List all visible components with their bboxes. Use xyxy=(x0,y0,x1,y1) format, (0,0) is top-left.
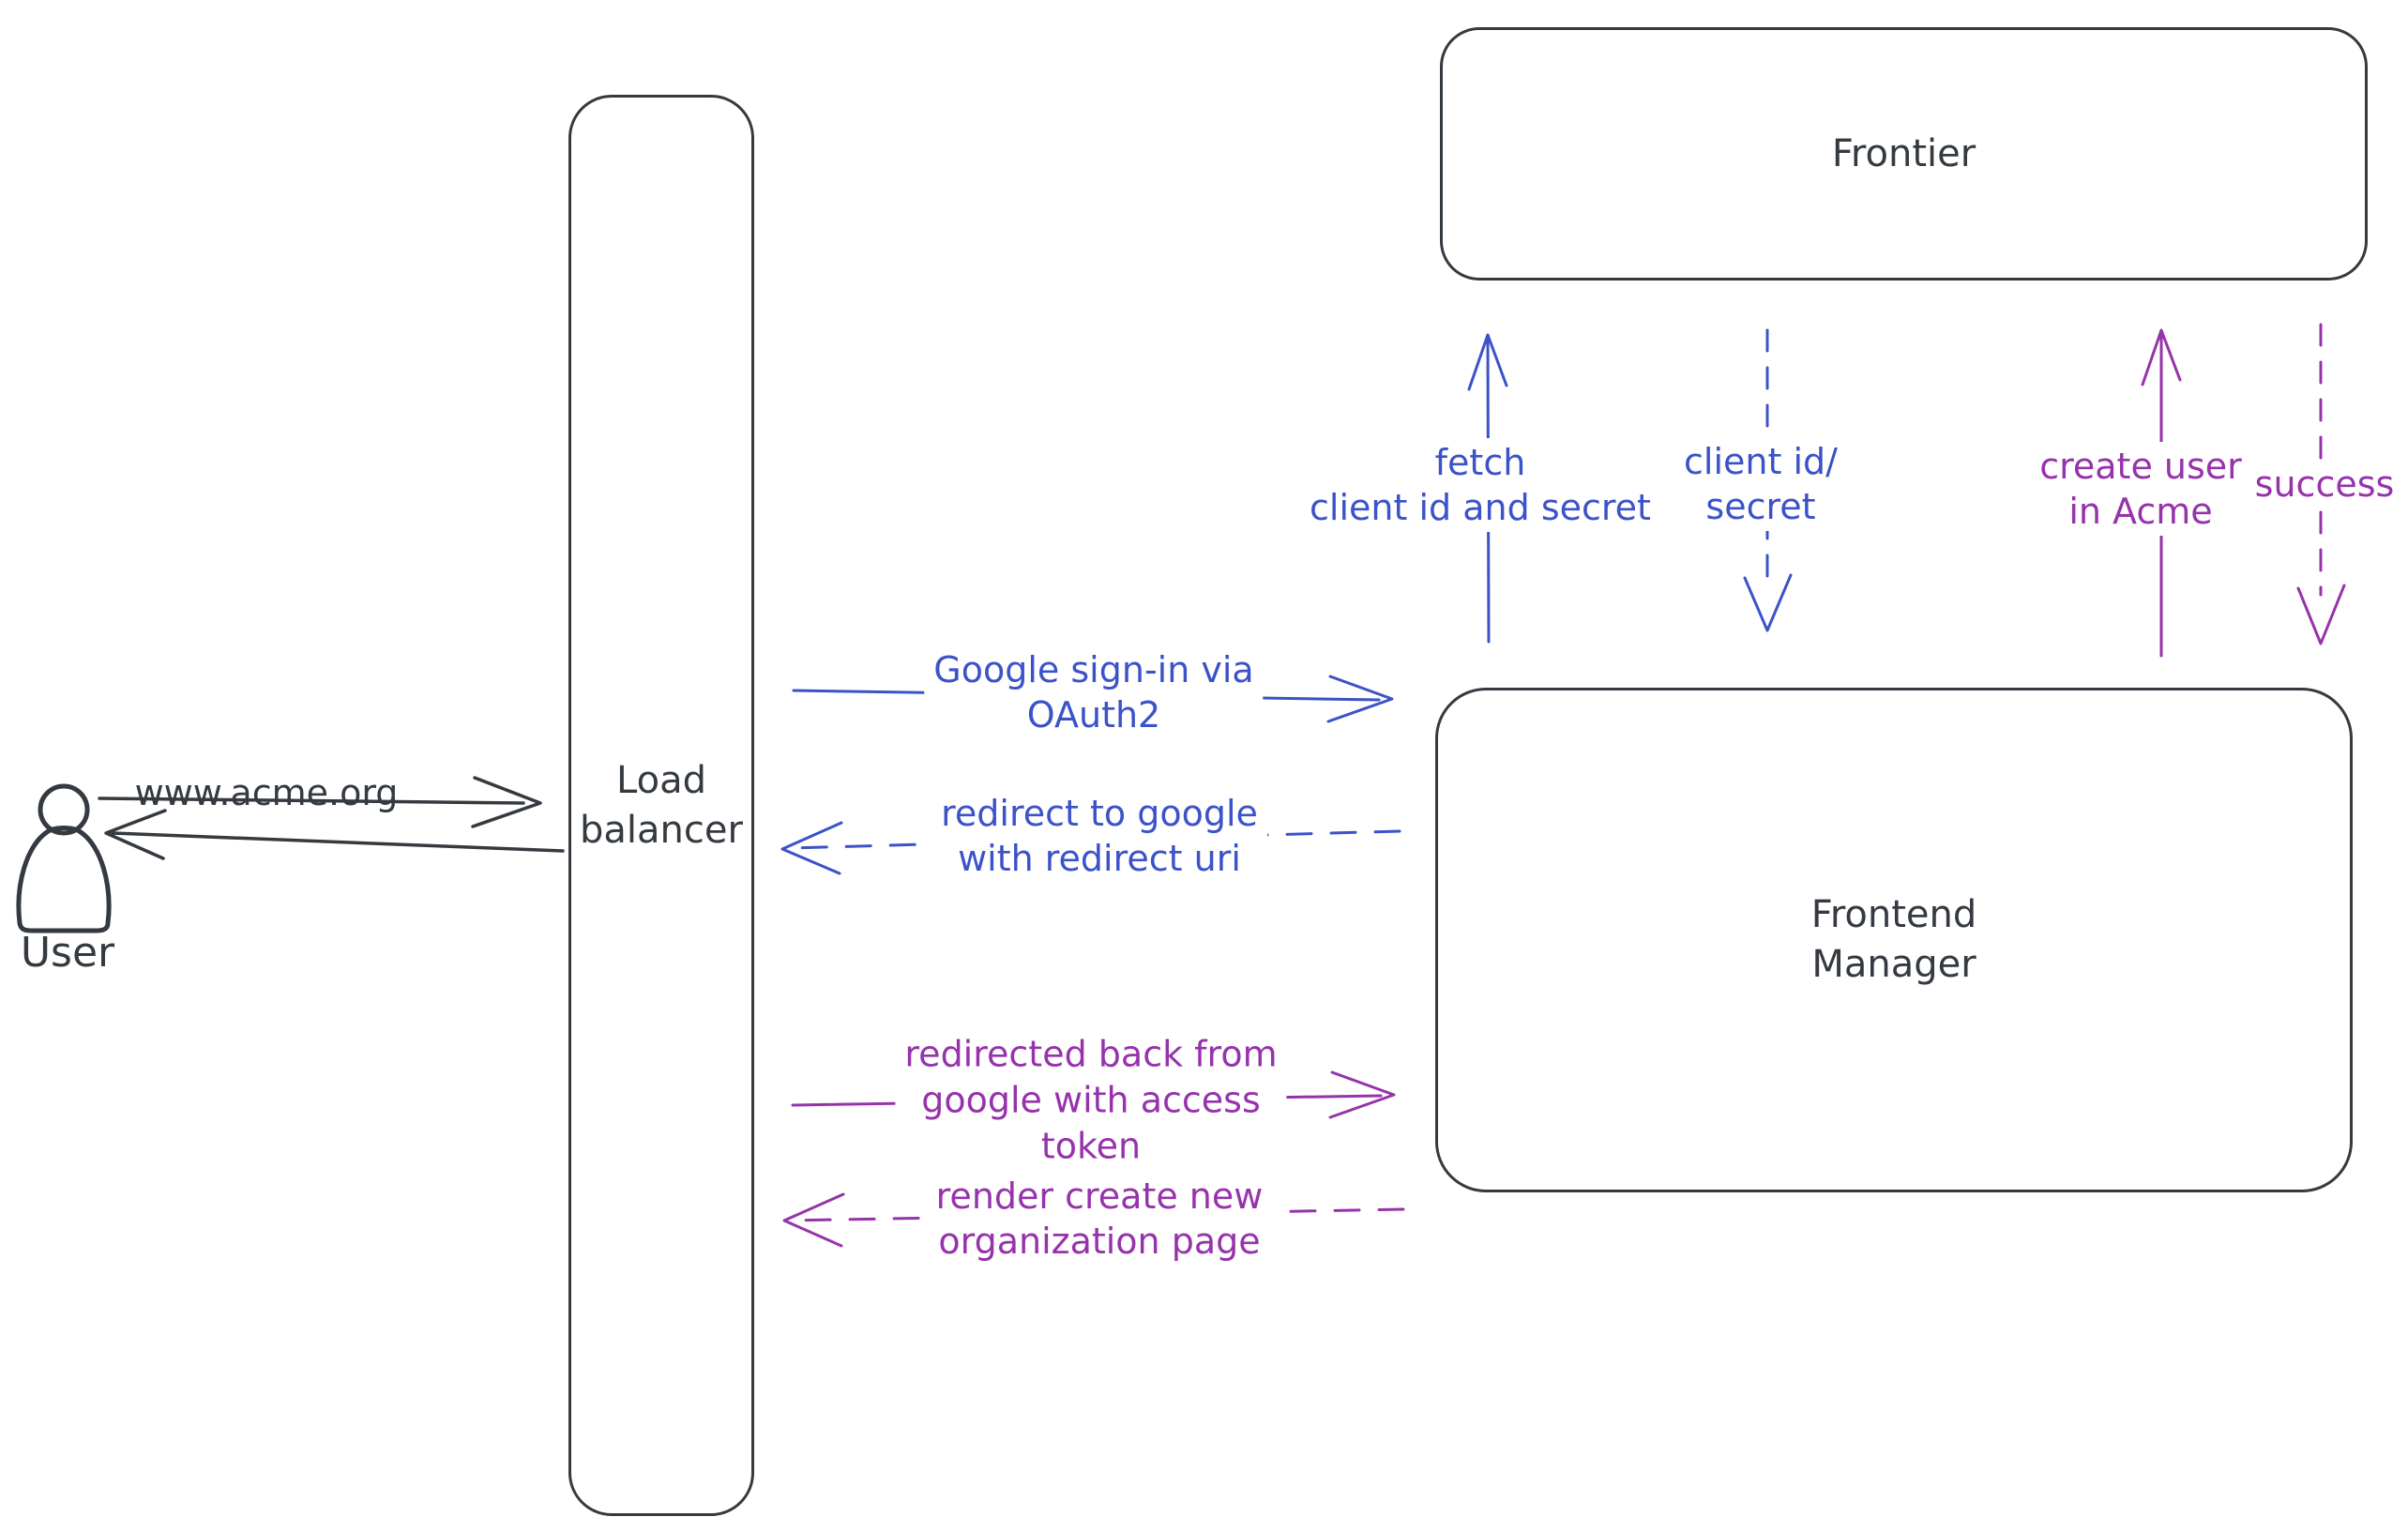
label-line: client id/ xyxy=(1684,441,1838,482)
google-signin-arrow-head xyxy=(1326,675,1394,723)
label-line: client id and secret xyxy=(1310,487,1651,528)
redirect-google-label: redirect to google with redirect uri xyxy=(931,789,1267,883)
user-figure xyxy=(16,783,112,933)
label-line: OAuth2 xyxy=(1026,694,1161,736)
redirect-google-arrow-line xyxy=(788,829,1401,850)
render-org-page-label: render create new organization page xyxy=(926,1172,1273,1266)
user-label: User xyxy=(20,929,115,977)
frontend-manager-label-line: Manager xyxy=(1811,943,1976,986)
node-frontend-manager: Frontend Manager xyxy=(1435,688,2353,1192)
load-balancer-label-line: Load xyxy=(616,758,706,802)
acme-request-arrow-head xyxy=(471,776,542,828)
client-id-secret-label: client id/ secret xyxy=(1674,437,1847,531)
create-user-label: create user in Acme xyxy=(2030,442,2251,536)
acme-response-arrow-line xyxy=(111,831,565,853)
label-line: with redirect uri xyxy=(958,838,1241,879)
label-line: create user xyxy=(2039,446,2242,487)
node-frontier: Frontier xyxy=(1440,27,2368,281)
node-load-balancer: Load balancer xyxy=(568,95,754,1516)
acme-request-arrow-line xyxy=(98,796,525,805)
label-line: secret xyxy=(1705,486,1816,527)
redirect-google-arrow-head xyxy=(780,821,843,875)
google-signin-label: Google sign-in via OAuth2 xyxy=(924,645,1264,739)
label-line: fetch xyxy=(1434,442,1526,483)
label-line: redirected back from xyxy=(904,1033,1278,1075)
label-line: Google sign-in via xyxy=(933,649,1254,690)
client-id-secret-arrow-head xyxy=(1743,573,1793,632)
label-line: token xyxy=(1040,1125,1142,1167)
success-label: success xyxy=(2245,460,2404,508)
label-line: organization page xyxy=(938,1221,1261,1262)
success-arrow-head xyxy=(2296,584,2346,645)
frontend-manager-label-line: Frontend xyxy=(1810,893,1977,936)
label-line: redirect to google xyxy=(941,793,1258,834)
frontier-label: Frontier xyxy=(1831,131,1976,175)
label-line: in Acme xyxy=(2068,491,2213,532)
fetch-client-secret-arrow-head xyxy=(1467,333,1508,391)
acme-response-arrow-head xyxy=(104,809,167,860)
acme-request-label: www.acme.org xyxy=(134,772,399,813)
user-body-icon xyxy=(16,826,112,933)
load-balancer-label-line: balancer xyxy=(580,808,743,852)
label-line: render create new xyxy=(935,1176,1264,1217)
create-user-arrow-head xyxy=(2141,328,2182,387)
redirected-back-arrow-head xyxy=(1328,1070,1396,1119)
user-head-icon xyxy=(38,783,90,836)
redirected-back-label: redirected back from google with access … xyxy=(895,1029,1287,1172)
label-line: google with access xyxy=(921,1079,1261,1121)
fetch-client-secret-label: fetch client id and secret xyxy=(1300,438,1660,532)
render-org-page-arrow-head xyxy=(782,1192,845,1248)
